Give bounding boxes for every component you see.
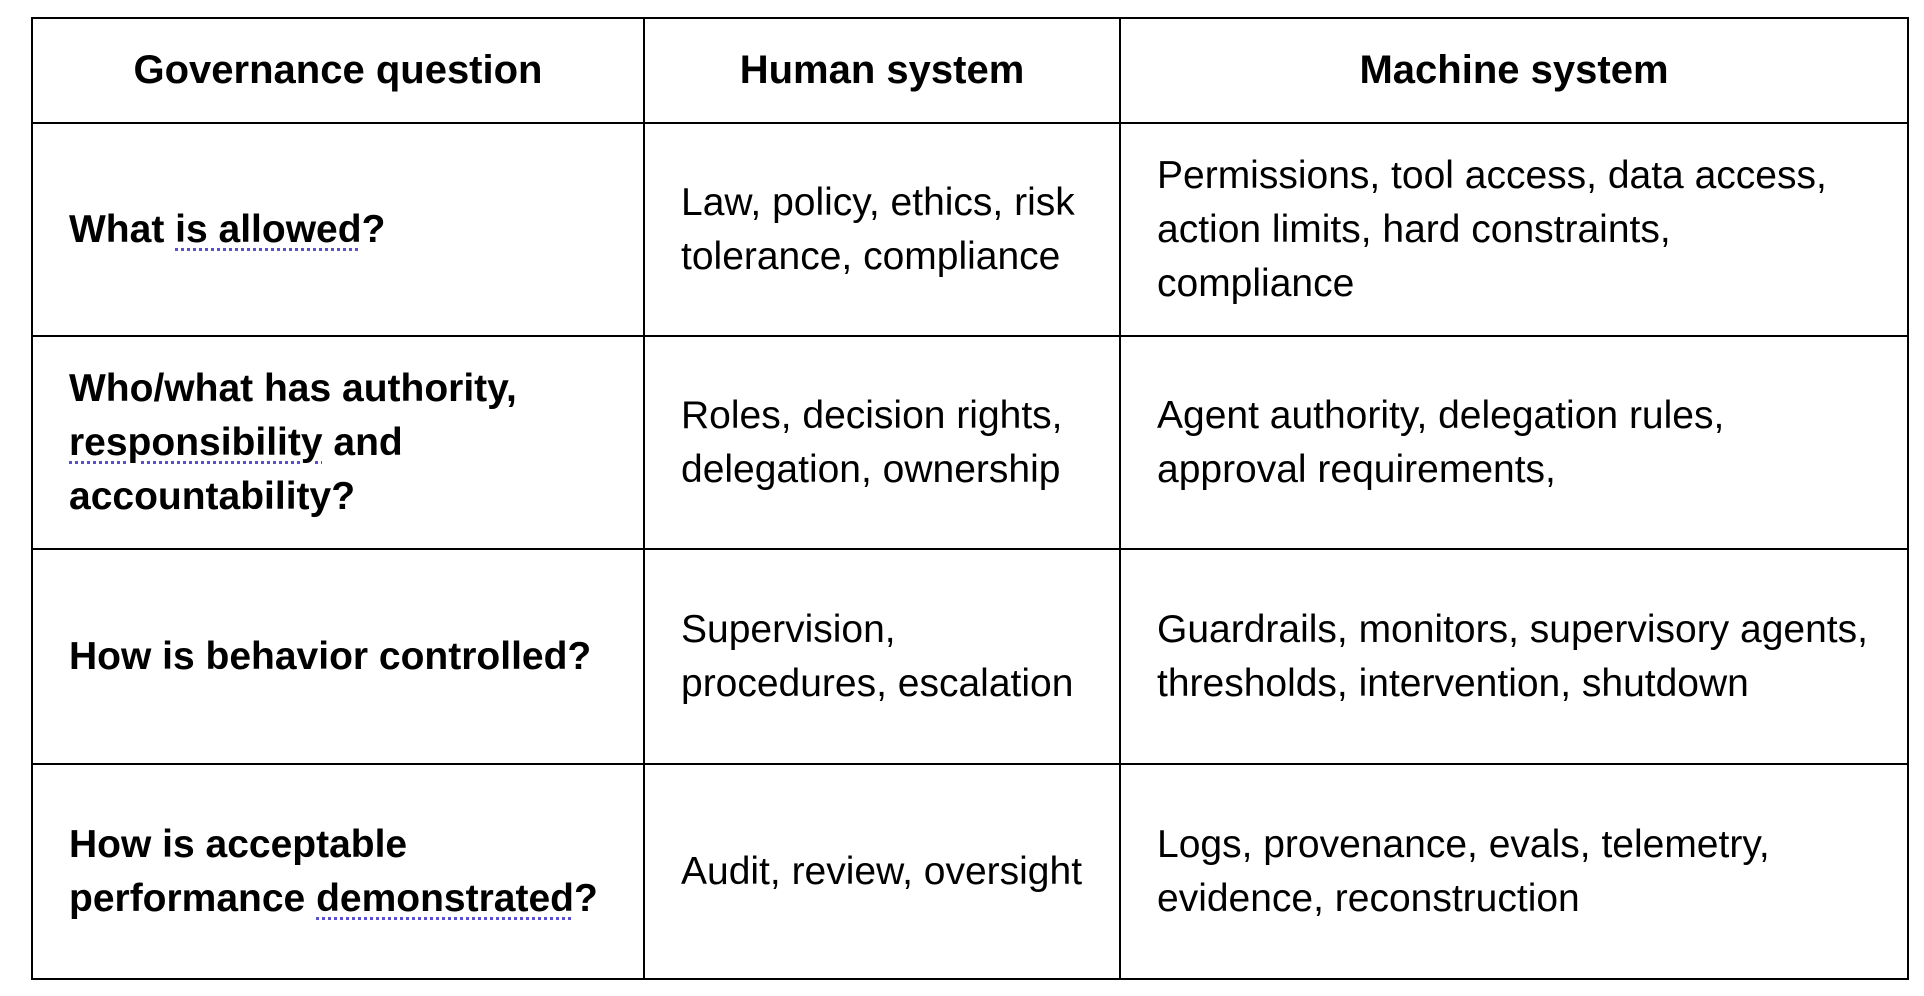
table-row: How is behavior controlled? Supervision,… — [31, 548, 1909, 765]
governance-table: Governance question Human system Machine… — [31, 17, 1909, 980]
question-text-post: and accountability? — [69, 420, 403, 518]
human-system-cell[interactable]: Audit, review, oversight — [643, 763, 1121, 980]
spellcheck-flagged-text[interactable]: is allowed — [175, 207, 362, 251]
spellcheck-flagged-text[interactable]: responsibility — [69, 420, 323, 464]
question-text-post: ? — [361, 207, 386, 251]
machine-system-cell[interactable]: Logs, provenance, evals, telemetry, evid… — [1119, 763, 1909, 980]
header-machine-system: Machine system — [1119, 17, 1909, 124]
machine-system-cell[interactable]: Agent authority, delegation rules, appro… — [1119, 335, 1909, 550]
table-header-row: Governance question Human system Machine… — [31, 17, 1909, 124]
question-text-pre: Who/what has authority, — [69, 366, 517, 410]
machine-system-cell[interactable]: Guardrails, monitors, supervisory agents… — [1119, 548, 1909, 765]
spellcheck-flagged-text[interactable]: demonstrated — [316, 876, 574, 920]
human-system-cell[interactable]: Roles, decision rights, delegation, owne… — [643, 335, 1121, 550]
table-row: What is allowed? Law, policy, ethics, ri… — [31, 122, 1909, 337]
header-governance-question: Governance question — [31, 17, 645, 124]
table-row: How is acceptable performance demonstrat… — [31, 763, 1909, 980]
question-text-post: ? — [573, 876, 598, 920]
table-row: Who/what has authority, responsibility a… — [31, 335, 1909, 550]
question-text-pre: What — [69, 207, 176, 251]
header-human-system: Human system — [643, 17, 1121, 124]
governance-table-container: Governance question Human system Machine… — [31, 17, 1909, 980]
question-cell[interactable]: Who/what has authority, responsibility a… — [31, 335, 645, 550]
human-system-cell[interactable]: Law, policy, ethics, risk tolerance, com… — [643, 122, 1121, 337]
question-text-pre: How is behavior — [69, 634, 379, 678]
question-cell[interactable]: What is allowed? — [31, 122, 645, 337]
question-text-pre: How is acceptable performance — [69, 822, 408, 920]
question-cell[interactable]: How is acceptable performance demonstrat… — [31, 763, 645, 980]
question-cell[interactable]: How is behavior controlled? — [31, 548, 645, 765]
human-system-cell[interactable]: Supervision, procedures, escalation — [643, 548, 1121, 765]
machine-system-cell[interactable]: Permissions, tool access, data access, a… — [1119, 122, 1909, 337]
question-text-post: controlled? — [378, 634, 592, 678]
